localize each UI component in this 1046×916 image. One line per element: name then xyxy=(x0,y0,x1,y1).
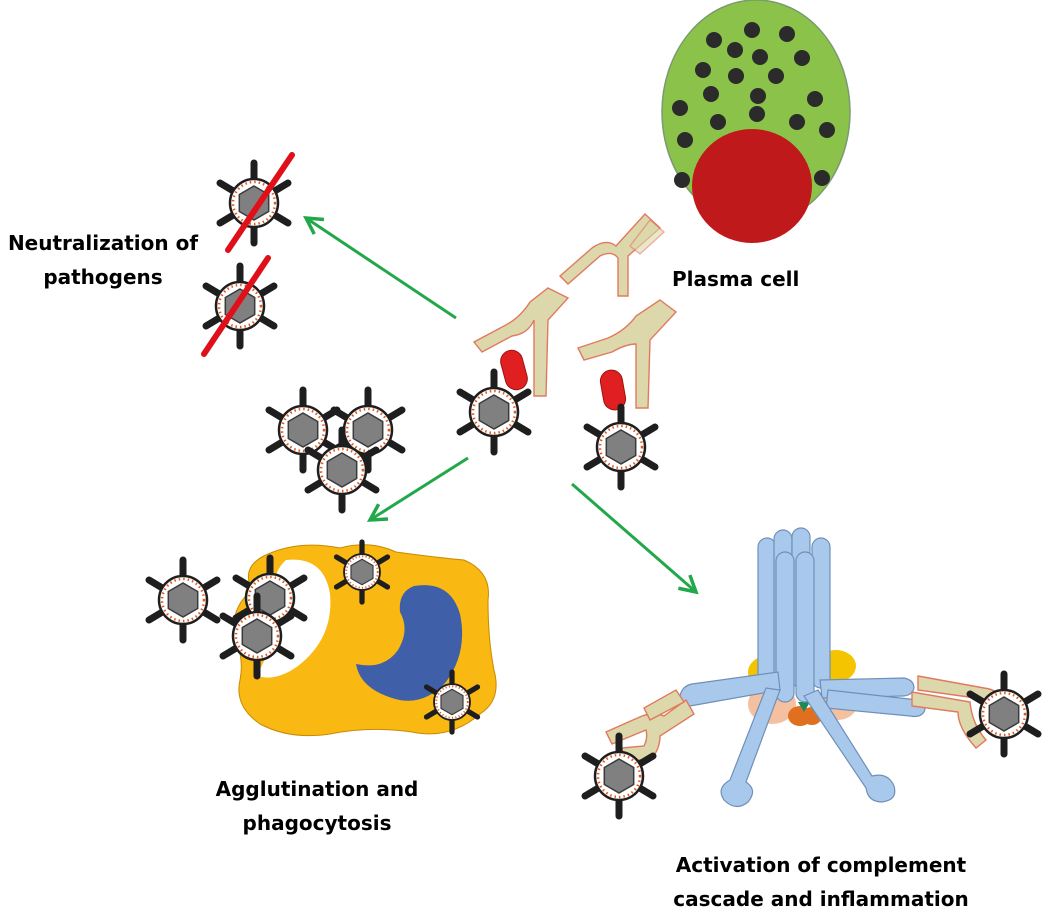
phagocyte-nucleus xyxy=(356,585,463,701)
neutralized-pathogens xyxy=(201,152,295,357)
label-plasma-cell-text: Plasma cell xyxy=(672,267,800,291)
phagocyte xyxy=(149,542,497,737)
label-complement-activation: Activation of complement cascade and inf… xyxy=(662,848,980,916)
label-agglutination-line1: Agglutination and xyxy=(215,777,419,801)
antibody-right xyxy=(911,674,1038,754)
complement-complex xyxy=(679,527,926,808)
label-neutralization-line2: pathogens xyxy=(43,265,163,289)
label-activation-line2: cascade and inflammation xyxy=(673,887,969,911)
arrow-to-neutralization xyxy=(306,218,457,320)
agglutinated-cluster xyxy=(269,390,402,510)
plasma-cell xyxy=(661,0,851,243)
plasma-cell-nucleus xyxy=(692,129,812,243)
antibody-center-left xyxy=(460,287,570,452)
antibody-bottom-left xyxy=(585,689,695,816)
plasma-cell-granules xyxy=(672,22,835,188)
label-neutralization-line1: Neutralization of xyxy=(7,231,199,255)
free-antibody xyxy=(558,213,666,297)
arrow-to-agglutination xyxy=(370,456,469,520)
label-agglutination: Agglutination and phagocytosis xyxy=(206,772,428,840)
label-plasma-cell: Plasma cell xyxy=(672,262,799,296)
label-agglutination-line2: phagocytosis xyxy=(242,811,392,835)
antibody-center-right xyxy=(577,299,678,487)
arrow-to-complement xyxy=(571,482,696,592)
label-neutralization: Neutralization of pathogens xyxy=(0,226,206,294)
label-activation-line1: Activation of complement xyxy=(675,853,967,877)
arrows xyxy=(306,218,696,592)
